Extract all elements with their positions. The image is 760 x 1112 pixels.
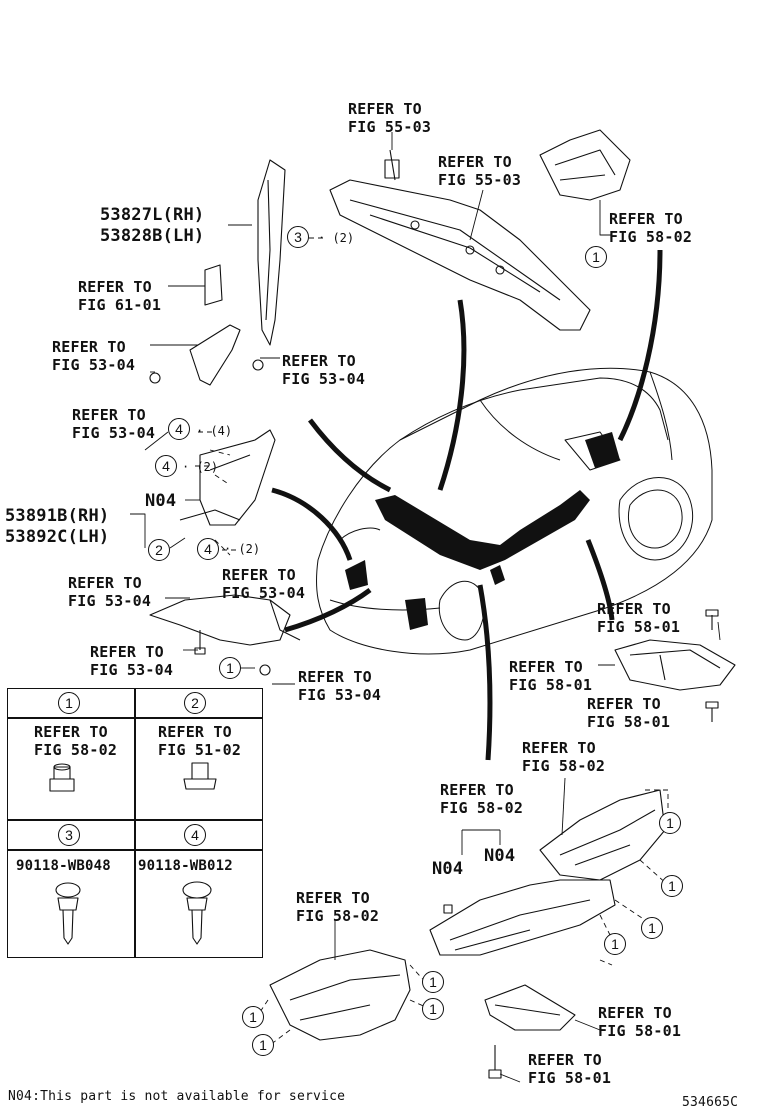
quantity: · (2) [318,231,355,245]
callout-1: 1 [242,1006,264,1028]
quantity: · (4) [196,424,233,438]
callout-1: 1 [641,917,663,939]
callout-4: 4 [155,455,177,477]
exhaust-heat-shield-center [429,879,616,956]
code-n04: N04 [145,491,177,511]
bracket-small-left [189,264,241,386]
exhaust-heat-shield-front [269,949,411,1041]
legend-fastener-clip-nut [183,762,217,790]
leader-swooshes [271,249,663,761]
part-number-seal: 53827L(RH)53828B(LH) [100,205,205,246]
legend-part-3: 90118-WB048 [16,858,111,874]
legend-fastener-nut [49,763,75,792]
legend-num-1: 1 [58,692,80,714]
callout-1: 1 [219,657,241,679]
quantity: · (2) [182,460,219,474]
radiator-support-upper [329,149,591,331]
bracket-lower-left [149,594,301,646]
code-n04: N04 [432,859,464,879]
fender-shield [179,429,276,526]
n04-pad [443,904,453,914]
callout-1: 1 [252,1034,274,1056]
highlighted-parts [345,432,620,630]
callout-1: 1 [422,998,444,1020]
legend-num-3: 3 [58,824,80,846]
footnote: N04:This part is not available for servi… [8,1089,346,1104]
exhaust-heat-shield-rear [539,789,666,881]
legend-fastener-clip-4 [182,881,212,945]
legend-fastener-clip-3 [55,882,81,945]
callout-4: 4 [197,538,219,560]
callout-1: 1 [422,971,444,993]
legend-num-4: 4 [184,824,206,846]
callout-1: 1 [659,812,681,834]
callout-1: 1 [661,875,683,897]
legend-num-2: 2 [184,692,206,714]
car-body-illustration [316,367,713,655]
dashed-guides [195,237,669,1046]
callout-1: 1 [604,933,626,955]
callout-1: 1 [585,246,607,268]
insulator-right-mid [614,639,736,691]
bolts [149,359,719,1079]
callout-4: 4 [168,418,190,440]
legend-part-4: 90118-WB012 [138,858,233,874]
hood-seal-side [257,159,286,346]
part-number-shield: 53891B(RH)53892C(LH) [5,506,110,547]
callout-2: 2 [148,539,170,561]
diagram-id: 534665C [682,1095,739,1110]
floor-insulator [484,984,576,1031]
callout-3: 3 [287,226,309,248]
leader-lines [130,132,721,1083]
quantity: · (2) [224,542,261,556]
bracket-upper-right [539,129,631,201]
code-n04: N04 [484,846,516,866]
